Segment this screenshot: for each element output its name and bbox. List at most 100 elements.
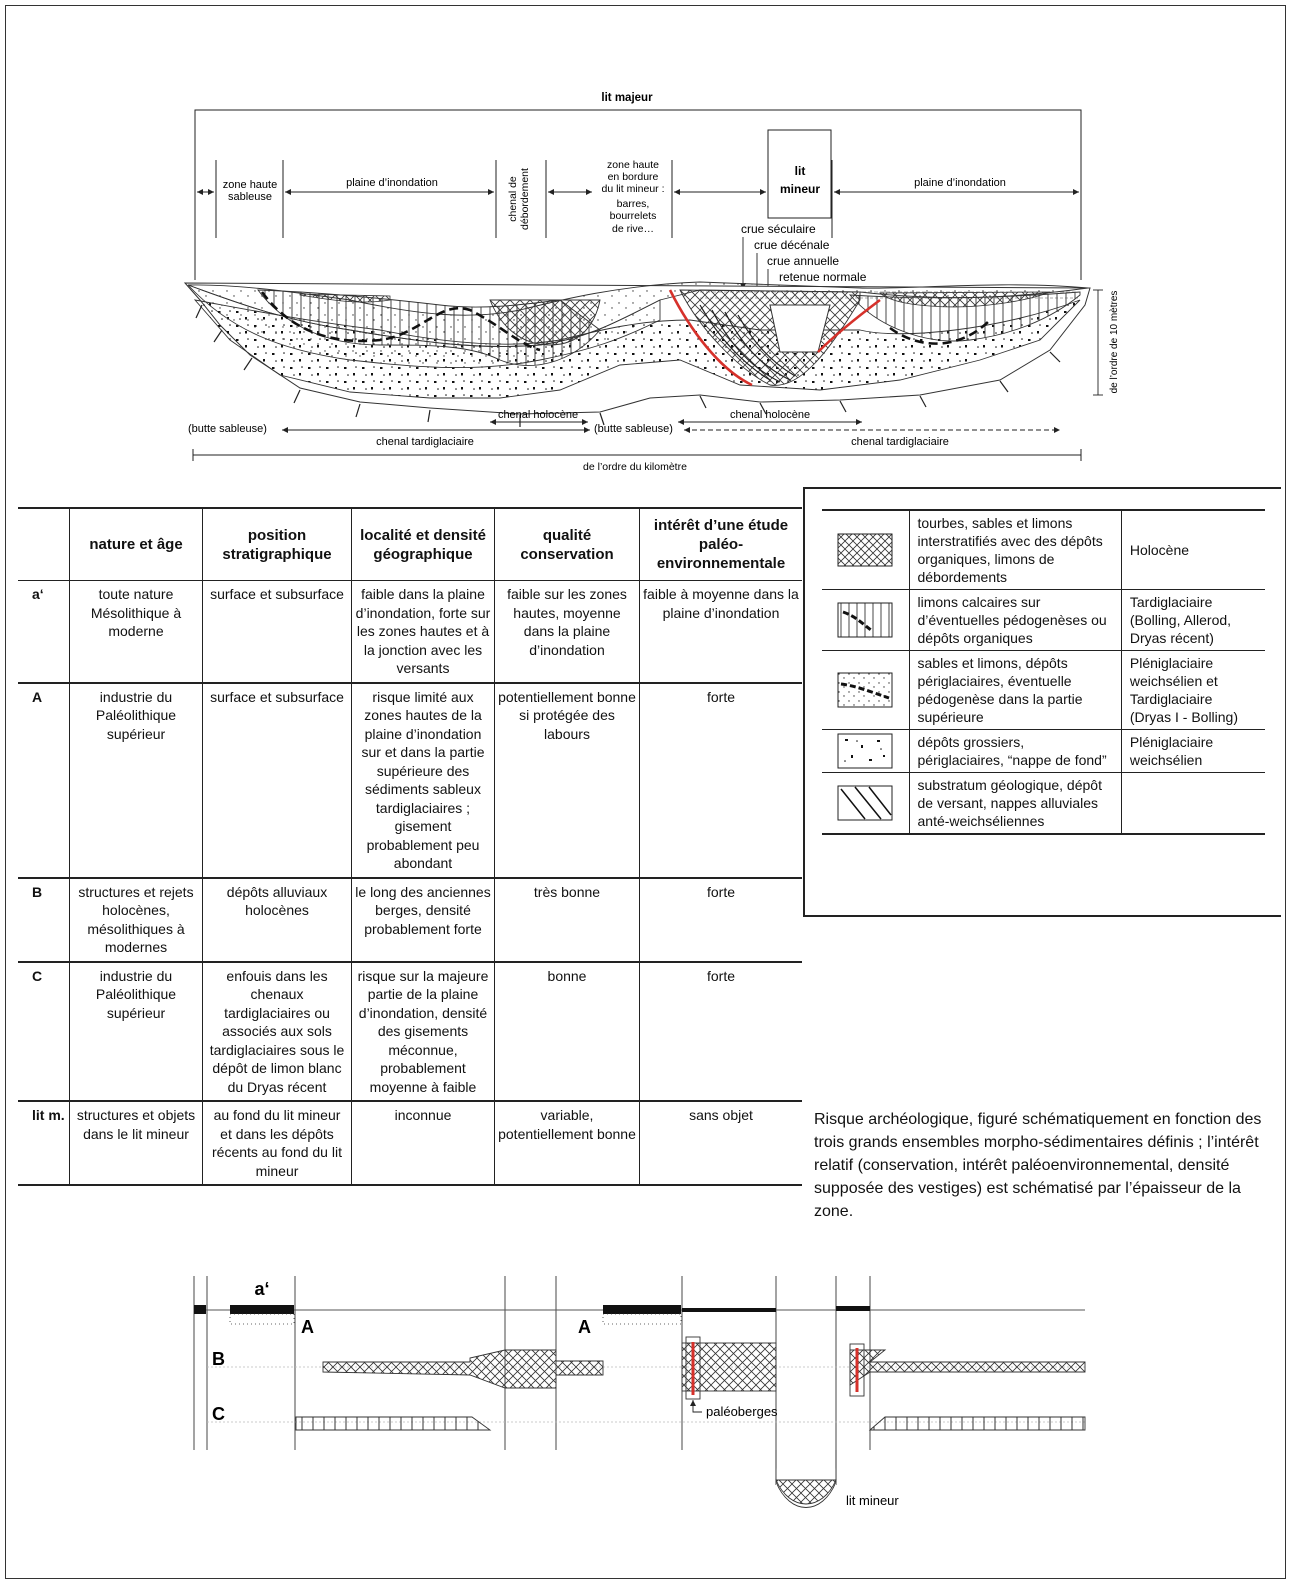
legend-table: tourbes, sables et limons interstratifié… <box>822 509 1265 835</box>
diagonal-lines-symbol <box>822 772 910 835</box>
legend-description: substratum géologique, dépôt de versant,… <box>909 772 1122 835</box>
legend-description: sables et limons, dépôts périglaciaires,… <box>909 650 1122 730</box>
vertical-lines-symbol <box>822 589 910 651</box>
coarse-dots-symbol <box>822 729 910 773</box>
legend-age: Pléniglaciaire weichsélien et Tardiglaci… <box>1121 650 1265 730</box>
table-cell: bonne <box>494 961 640 1101</box>
zone-haute-bordure-line4: barres, <box>617 198 650 210</box>
vertical-scale-label: de l’ordre de 10 mètres <box>1109 291 1120 394</box>
C-label: C <box>212 1404 225 1424</box>
table-cell: inconnue <box>351 1101 495 1185</box>
crue-decenale-label: crue décénale <box>754 238 830 252</box>
zone-haute-bordure-line2: en bordure <box>608 171 659 183</box>
header-interet: intérêt d’une étude paléo-environnementa… <box>639 508 802 581</box>
table-cell: très bonne <box>494 877 640 962</box>
butte-sableuse-left-label: (butte sableuse) <box>188 423 267 435</box>
butte-sableuse-right-label: (butte sableuse) <box>594 423 673 435</box>
chenal-tardiglaciaire-right-label: chenal tardiglaciaire <box>851 436 949 448</box>
plaine-inondation-left-label: plaine d’inondation <box>346 177 438 189</box>
table-cell: surface et subsurface <box>202 580 352 683</box>
A-mid-label: A <box>578 1317 591 1337</box>
table-cell: industrie du Paléolithique supérieur <box>69 682 203 878</box>
table-cell: sans objet <box>639 1101 802 1185</box>
table-cell: structures et rejets holocènes, mésolith… <box>69 877 203 962</box>
chenal-debordement-line2: débordement <box>519 168 531 230</box>
header-conservation: qualité conservation <box>494 508 640 581</box>
crosshatch-symbol <box>822 509 910 590</box>
paleoberge-red-left <box>668 289 753 387</box>
table-cell: industrie du Paléolithique supérieur <box>69 961 203 1101</box>
risk-diagram: a‘ A A B C paléoberges lit mineur <box>193 1276 1086 1508</box>
table-row: a‘ toute nature Mésolithique à moderne s… <box>18 580 802 683</box>
header-nature-age: nature et âge <box>69 508 203 581</box>
row-key: B <box>18 877 70 962</box>
legend-description: limons calcaires sur d’éventuelles pédog… <box>909 589 1122 651</box>
zone-haute-bordure-line3: du lit mineur : <box>601 183 664 195</box>
table-cell: le long des anciennes berges, densité pr… <box>351 877 495 962</box>
table-row: B structures et rejets holocènes, mésoli… <box>18 877 802 962</box>
row-key: lit m. <box>18 1101 70 1185</box>
row-key: A <box>18 682 70 878</box>
chenal-holocene-left-label: chenal holocène <box>498 409 578 421</box>
table-cell: toute nature Mésolithique à moderne <box>69 580 203 683</box>
table-row: A industrie du Paléolithique supérieur s… <box>18 682 802 878</box>
lit-majeur-label: lit majeur <box>601 92 653 104</box>
legend-row: substratum géologique, dépôt de versant,… <box>822 772 1265 835</box>
legend-description: tourbes, sables et limons interstratifié… <box>909 509 1122 590</box>
retenue-normale-label: retenue normale <box>779 270 867 284</box>
legend-age: Pléniglaciaire weichsélien <box>1121 729 1265 773</box>
header-position: position stratigraphique <box>202 508 352 581</box>
crue-seculaire-label: crue séculaire <box>741 222 816 236</box>
legend-age <box>1121 772 1265 835</box>
table-cell: faible à moyenne dans la plaine d’inonda… <box>639 580 802 683</box>
chenal-debordement-line1: chenal de <box>507 176 519 222</box>
horizontal-scale-label: de l’ordre du kilomètre <box>583 461 687 473</box>
table-cell: au fond du lit mineur et dans les dépôts… <box>202 1101 352 1185</box>
legend-description: dépôts grossiers, périglaciaires, “nappe… <box>909 729 1122 773</box>
crue-annuelle-label: crue annuelle <box>767 254 839 268</box>
table-cell: enfouis dans les chenaux tardiglaciaires… <box>202 961 352 1101</box>
row-key: a‘ <box>18 580 70 683</box>
zone-haute-sableuse-line1: zone haute <box>223 179 277 191</box>
table-cell: forte <box>639 877 802 962</box>
table-cell: faible sur les zones hautes, moyenne dan… <box>494 580 640 683</box>
zone-haute-sableuse-line2: sableuse <box>228 191 272 203</box>
figure-frame <box>5 5 1286 1579</box>
chenal-holocene-right-label: chenal holocène <box>730 409 810 421</box>
dots-dashed-symbol <box>822 650 910 730</box>
table-header-row: nature et âge position stratigraphique l… <box>18 508 802 581</box>
table-cell: dépôts alluviaux holocènes <box>202 877 352 962</box>
legend-row: limons calcaires sur d’éventuelles pédog… <box>822 589 1265 651</box>
header-key <box>18 508 70 581</box>
B-label: B <box>212 1349 225 1369</box>
table-row: lit m. structures et objets dans le lit … <box>18 1101 802 1185</box>
table-cell: structures et objets dans le lit mineur <box>69 1101 203 1185</box>
a-prime-label: a‘ <box>254 1279 269 1299</box>
row-key: C <box>18 961 70 1101</box>
risk-table: nature et âge position stratigraphique l… <box>18 507 802 1186</box>
legend-age: Holocène <box>1121 509 1265 590</box>
zone-haute-bordure-line5: bourrelets <box>610 210 657 222</box>
lit-mineur-line1: lit <box>795 164 806 178</box>
header-localite: localité et densité géographique <box>351 508 495 581</box>
paleoberges-label: paléoberges <box>706 1404 778 1419</box>
legend-row: tourbes, sables et limons interstratifié… <box>822 509 1265 590</box>
table-cell: variable, potentiellement bonne <box>494 1101 640 1185</box>
zone-haute-bordure-line6: de rive… <box>612 223 654 235</box>
A-left-label: A <box>301 1317 314 1337</box>
caption-text: Risque archéologique, figuré schématique… <box>814 1111 1262 1220</box>
legend-row: dépôts grossiers, périglaciaires, “nappe… <box>822 729 1265 773</box>
cross-section-diagram: lit majeur zone haute sableuse plaine d’… <box>183 92 1120 473</box>
paleoberge-red-right <box>817 298 881 353</box>
table-cell: faible dans la plaine d’inondation, fort… <box>351 580 495 683</box>
chenal-tardiglaciaire-left-label: chenal tardiglaciaire <box>376 436 474 448</box>
table-cell: forte <box>639 682 802 878</box>
table-cell: forte <box>639 961 802 1101</box>
legend-age: Tardiglaciaire (Bolling, Allerod, Dryas … <box>1121 589 1265 651</box>
zone-haute-bordure-line1: zone haute <box>607 159 659 171</box>
legend-row: sables et limons, dépôts périglaciaires,… <box>822 650 1265 730</box>
table-cell: risque sur la majeure partie de la plain… <box>351 961 495 1101</box>
plaine-inondation-right-label: plaine d’inondation <box>914 177 1006 189</box>
table-row: C industrie du Paléolithique supérieur e… <box>18 961 802 1101</box>
table-cell: surface et subsurface <box>202 682 352 878</box>
